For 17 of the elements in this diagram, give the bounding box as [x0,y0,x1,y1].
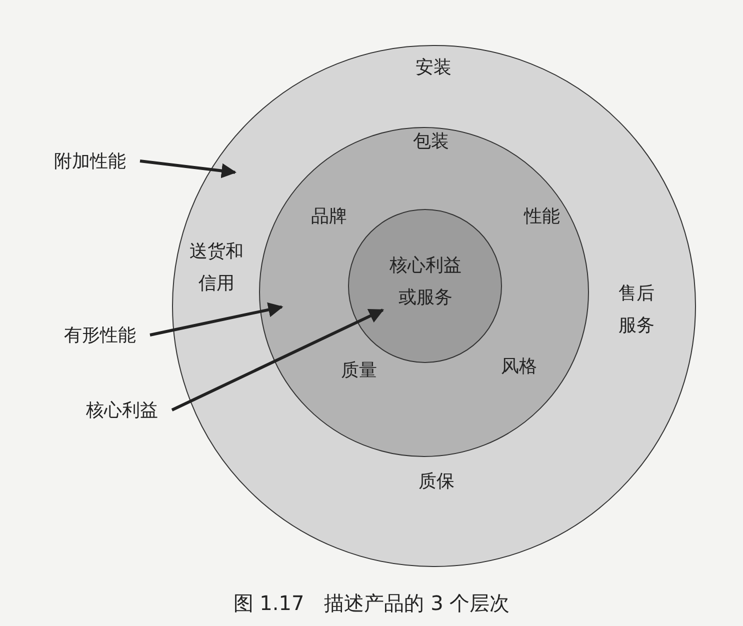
callout-label: 附加性能 [40,146,140,176]
ring-text: 性能 [522,205,561,229]
ring-text: 安装 [414,56,452,80]
callout-label: 核心利益 [72,395,172,425]
ring-text: 品牌 [310,205,348,229]
ring-text: 质量 [340,359,378,383]
callout-label: 有形性能 [50,320,150,350]
ring-text: 售后服务 [618,282,656,338]
ring-text: 包装 [412,130,450,154]
caption: 图 1.17 描述产品的 3 个层次 [232,590,511,617]
ring-text: 质保 [418,470,456,494]
ring-text: 核心利益或服务 [388,254,462,310]
arrow [140,160,237,178]
arrow [150,302,284,336]
ring-text: 送货和信用 [188,240,244,296]
arrow [171,308,384,412]
ring-text: 风格 [500,355,538,379]
